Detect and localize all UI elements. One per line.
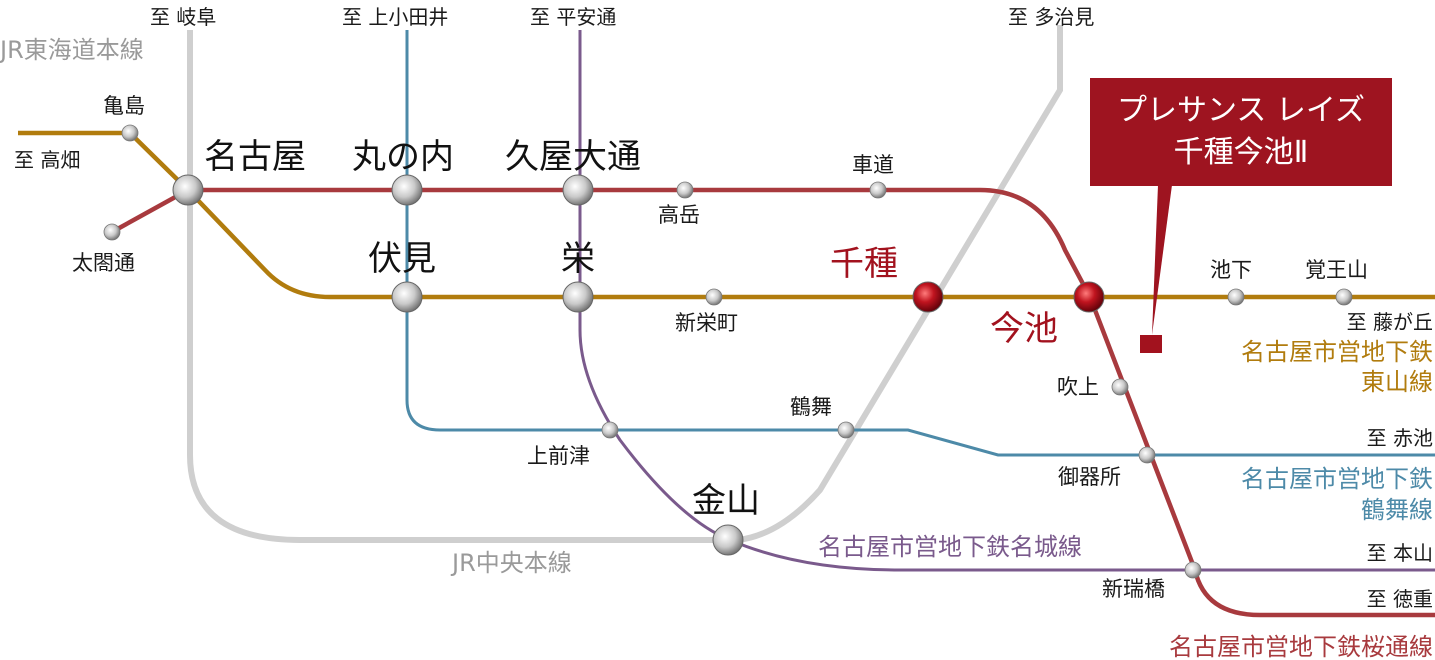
label-takaoka: 高岳: [658, 203, 700, 227]
direction-kamiotai: 至 上小田井: [342, 5, 448, 29]
line-jr-tokaido: JR東海道本線: [0, 36, 144, 64]
label-hisaya-odori: 久屋大通: [505, 137, 641, 177]
higashiyama-line: [18, 130, 1435, 300]
station-imaike-dot: [1073, 281, 1105, 313]
line-higashiyama-2: 東山線: [1361, 368, 1433, 396]
label-gokiso: 御器所: [1058, 465, 1121, 489]
station-kameshima-dot: [121, 124, 139, 142]
station-taikodori-dot: [103, 223, 121, 241]
small-stations: [103, 124, 1353, 579]
line-tsurumai-2: 鶴舞線: [1361, 496, 1433, 524]
station-shin-sakaemachi-dot: [705, 288, 723, 306]
station-marunouchi-dot: [391, 174, 423, 206]
direction-gifu: 至 岐阜: [150, 5, 216, 29]
callout-pointer: [1152, 185, 1172, 335]
direction-fujigaoka: 至 藤が丘: [1347, 310, 1433, 334]
callout-box: [1090, 78, 1392, 186]
property-location-marker: [1140, 335, 1162, 353]
station-fushimi-dot: [391, 281, 423, 313]
direction-heiando: 至 平安通: [530, 5, 616, 29]
label-imaike: 今池: [990, 309, 1058, 349]
station-ikeshita-dot: [1227, 288, 1245, 306]
sakuradori-line: [110, 187, 1435, 618]
line-higashiyama-1: 名古屋市営地下鉄: [1241, 338, 1433, 366]
label-kurumamichi: 車道: [852, 153, 894, 177]
direction-motoyama: 至 本山: [1367, 541, 1433, 565]
label-arahata: 新瑞橋: [1102, 577, 1165, 601]
station-kamimaezu-dot: [601, 421, 619, 439]
label-kamimaezu: 上前津: [527, 444, 590, 468]
label-fushimi: 伏見: [368, 239, 436, 279]
jr-chuo-line: [187, 25, 1063, 543]
label-shin-sakaemachi: 新栄町: [675, 311, 738, 335]
label-tsurumai: 鶴舞: [790, 395, 832, 419]
jr-lines: [187, 25, 1063, 543]
meijo-line: [578, 30, 1435, 572]
line-sakuradori: 名古屋市営地下鉄桜通線: [1169, 633, 1433, 660]
label-marunouchi: 丸の内: [352, 137, 454, 177]
station-sakae-dot: [562, 281, 594, 313]
station-fukiage-dot: [1111, 378, 1129, 396]
direction-tajimi: 至 多治見: [1008, 5, 1094, 29]
station-kurumamichi-dot: [869, 181, 887, 199]
label-ikeshita: 池下: [1210, 258, 1252, 282]
direction-akaike: 至 赤池: [1367, 426, 1433, 450]
label-chikusa: 千種: [830, 244, 898, 284]
tsurumai-line: [405, 30, 1435, 457]
station-gokiso-dot: [1138, 446, 1156, 464]
property-name-line2: 千種今池Ⅱ: [1174, 135, 1309, 170]
property-name-line1: プレサンス レイズ: [1117, 93, 1365, 128]
label-taikodori: 太閤通: [72, 251, 135, 275]
line-tsurumai-1: 名古屋市営地下鉄: [1241, 465, 1433, 493]
label-kakuozan: 覚王山: [1305, 258, 1368, 282]
station-takaoka-dot: [676, 181, 694, 199]
major-stations: [172, 174, 1105, 556]
line-jr-chuo: JR中央本線: [450, 549, 572, 577]
property-callout: プレサンス レイズ 千種今池Ⅱ: [1090, 78, 1392, 353]
label-kameshima: 亀島: [103, 94, 145, 118]
label-nagoya: 名古屋: [204, 137, 306, 177]
label-kanayama: 金山: [692, 481, 760, 521]
label-fukiage: 吹上: [1057, 375, 1099, 399]
direction-takabata: 至 高畑: [14, 148, 80, 172]
station-arahata-dot: [1184, 561, 1202, 579]
direction-tokushige: 至 徳重: [1367, 587, 1433, 611]
line-meijo: 名古屋市営地下鉄名城線: [818, 533, 1082, 561]
station-tsurumai-dot: [837, 421, 855, 439]
station-kanayama-dot: [712, 524, 744, 556]
station-chikusa-dot: [912, 281, 944, 313]
label-sakae: 栄: [561, 239, 595, 279]
station-hisaya-odori-dot: [562, 174, 594, 206]
station-kakuozan-dot: [1335, 288, 1353, 306]
station-nagoya-dot: [172, 174, 204, 206]
